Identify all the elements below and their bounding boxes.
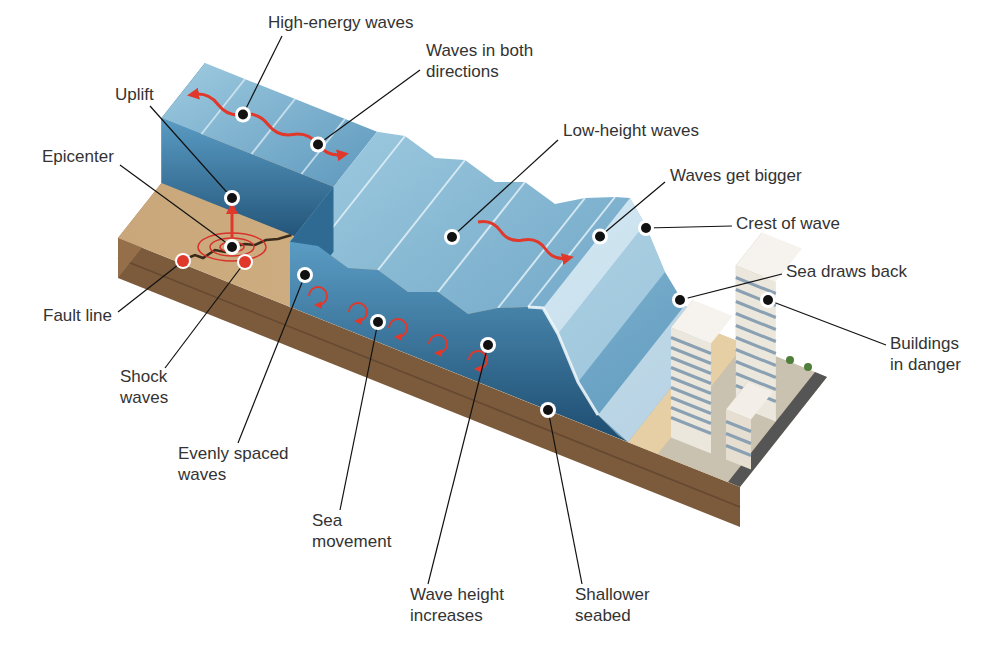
tree — [786, 356, 794, 364]
building-windows — [671, 338, 711, 434]
water-front-face — [290, 242, 628, 442]
dot-ring — [310, 137, 326, 153]
callout-label: Uplift — [115, 84, 195, 105]
water-surface — [290, 132, 715, 442]
dot-ring — [540, 402, 556, 418]
leader-line — [768, 300, 886, 345]
leader-line — [646, 226, 732, 228]
sea-movement-arrow — [429, 335, 447, 353]
callout-label: Sea draws back — [786, 261, 946, 282]
leader-line — [340, 322, 378, 510]
dot-ring — [235, 107, 251, 123]
callout-dot — [313, 140, 323, 150]
wave-crest — [302, 119, 346, 174]
callout-label: Shock waves — [120, 366, 190, 408]
callout-dot — [300, 270, 310, 280]
dot-ring — [297, 267, 313, 283]
callout-dot — [373, 317, 383, 327]
callout-dot — [543, 405, 553, 415]
callout-label: Evenly spaced waves — [178, 443, 318, 485]
callout-dot — [483, 340, 493, 350]
leader-line — [452, 140, 558, 237]
dot-ring — [592, 229, 608, 245]
callout-label: Shallower seabed — [575, 584, 675, 626]
wave-crest — [528, 197, 615, 307]
dot-ring — [480, 337, 496, 353]
wave-crest — [438, 182, 525, 292]
callout-dots — [175, 107, 776, 419]
callout-label: Sea movement — [312, 510, 412, 552]
wave-direction-arrow — [193, 94, 343, 155]
callout-label: Buildings in danger — [890, 333, 975, 375]
callout-dot — [763, 295, 773, 305]
wave-crest — [202, 79, 246, 134]
building-front — [671, 328, 711, 454]
building-windows — [726, 422, 751, 456]
uplift-arrow — [231, 208, 234, 238]
leader-lines — [118, 36, 886, 584]
leader-line — [150, 106, 232, 198]
dot-ring — [370, 314, 386, 330]
leader-line — [238, 275, 305, 443]
wave-crest — [378, 160, 465, 270]
dot-ring — [237, 254, 253, 270]
dot-ring — [224, 190, 240, 206]
leader-line — [318, 70, 420, 145]
callout-dot — [595, 232, 605, 242]
sea-movement-arrow — [309, 287, 327, 305]
leader-line — [120, 165, 232, 247]
callout-label: Epicenter — [42, 146, 142, 167]
sea-movement-arrow — [389, 319, 407, 337]
building-roof — [726, 382, 773, 420]
building-windows — [736, 278, 776, 402]
leader-line — [118, 261, 183, 312]
leader-line — [428, 345, 488, 584]
wave-crest — [252, 99, 296, 154]
dot-ring — [444, 229, 460, 245]
callout-label: High-energy waves — [268, 12, 468, 33]
leader-line — [548, 410, 582, 584]
dot-ring — [175, 253, 191, 269]
leader-line — [165, 262, 245, 368]
callout-label: Low-height waves — [563, 120, 743, 141]
tree — [804, 363, 812, 371]
callout-dot-red — [239, 256, 251, 268]
fault-crack — [178, 235, 292, 262]
callout-dot — [447, 232, 457, 242]
building-front — [726, 410, 751, 470]
callout-dot — [227, 242, 237, 252]
callout-label: Crest of wave — [736, 213, 886, 234]
callout-dot-red — [177, 255, 189, 267]
dot-ring — [224, 239, 240, 255]
dot-ring — [760, 292, 776, 308]
callout-label: Wave height increases — [410, 584, 560, 626]
callout-label: Waves get bigger — [670, 165, 850, 186]
dot-ring — [638, 220, 654, 236]
callout-dot — [238, 110, 248, 120]
wave-direction-arrow — [478, 221, 568, 258]
callout-dot — [675, 295, 685, 305]
callout-label: Waves in both directions — [426, 40, 551, 82]
leader-line — [243, 36, 282, 115]
shock-ripple — [210, 238, 254, 256]
callout-label: Fault line — [43, 305, 143, 326]
dot-ring — [672, 292, 688, 308]
callout-dot — [641, 223, 651, 233]
callout-dot — [227, 193, 237, 203]
sea-movement-arrow — [349, 303, 367, 321]
shock-ripple — [220, 242, 244, 252]
wave-foam-edge — [528, 307, 598, 415]
